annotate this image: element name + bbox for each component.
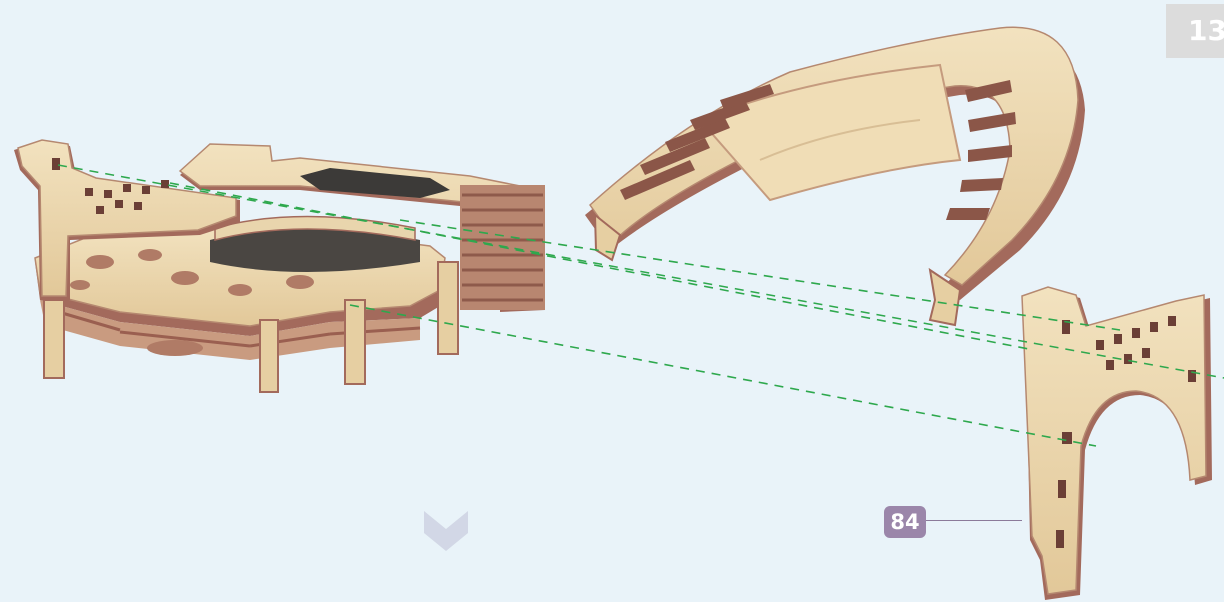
part-leader-line <box>926 520 1022 521</box>
chevron-down-icon[interactable] <box>420 505 472 557</box>
roof-part <box>585 27 1085 325</box>
step-number-badge: 13 <box>1166 4 1224 58</box>
part-number-label: 84 <box>884 506 926 538</box>
base-assembly <box>14 140 545 392</box>
part-84-panel <box>1022 287 1212 600</box>
